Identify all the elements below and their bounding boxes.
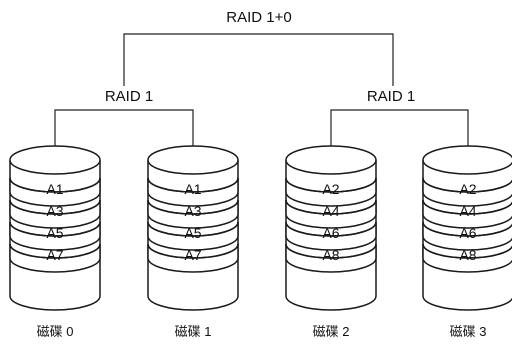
right-group-connector [330, 109, 469, 160]
block-label: A7 [46, 247, 63, 263]
data-block: A6 [285, 221, 377, 251]
block-label: A2 [322, 181, 339, 197]
block-ring-front-edge [9, 221, 101, 237]
left-group-connector [54, 109, 194, 160]
block-ring-front-edge [9, 243, 101, 259]
raid-10-title: RAID 1+0 [226, 9, 291, 26]
disk-top-cap [422, 145, 512, 175]
block-ring-front-edge [285, 221, 377, 237]
block-ring-front-edge [422, 243, 512, 259]
connector-lines [54, 33, 469, 160]
raid-1-right-label: RAID 1 [367, 88, 415, 105]
data-block: A2 [285, 177, 377, 207]
disk-label: 磁碟 0 [37, 324, 74, 339]
data-block: A6 [422, 221, 512, 251]
top-connector [123, 33, 394, 86]
block-label: A6 [459, 225, 476, 241]
data-block: A3 [147, 199, 239, 229]
data-block: A4 [285, 199, 377, 229]
raid-1-left-label: RAID 1 [105, 88, 153, 105]
block-ring-front-edge [285, 177, 377, 193]
block-ring-front-edge [285, 199, 377, 215]
block-label: A3 [184, 203, 201, 219]
data-block: A8 [285, 243, 377, 273]
block-label: A2 [459, 181, 476, 197]
data-block: A7 [9, 243, 101, 273]
data-block: A4 [422, 199, 512, 229]
data-block: A7 [147, 243, 239, 273]
block-label: A8 [459, 247, 476, 263]
disk-label: 磁碟 2 [313, 324, 350, 339]
block-label: A4 [322, 203, 339, 219]
data-block: A2 [422, 177, 512, 207]
block-ring-front-edge [9, 199, 101, 215]
block-ring-front-edge [9, 177, 101, 193]
block-label: A6 [322, 225, 339, 241]
data-block: A1 [147, 177, 239, 207]
block-ring-front-edge [422, 221, 512, 237]
block-label: A8 [322, 247, 339, 263]
block-label: A7 [184, 247, 201, 263]
block-ring-front-edge [285, 243, 377, 259]
disk-label: 磁碟 3 [450, 324, 487, 339]
data-block: A5 [9, 221, 101, 251]
data-block: A5 [147, 221, 239, 251]
block-ring-front-edge [147, 243, 239, 259]
data-block: A3 [9, 199, 101, 229]
block-label: A5 [46, 225, 63, 241]
data-block: A8 [422, 243, 512, 273]
data-block: A1 [9, 177, 101, 207]
block-ring-front-edge [147, 199, 239, 215]
block-ring-front-edge [147, 221, 239, 237]
block-label: A5 [184, 225, 201, 241]
block-ring-front-edge [422, 199, 512, 215]
block-label: A4 [459, 203, 476, 219]
disk-top-cap [285, 145, 377, 175]
disk-top-cap [147, 145, 239, 175]
disk-label: 磁碟 1 [175, 324, 212, 339]
block-label: A1 [184, 181, 201, 197]
disk-top-cap [9, 145, 101, 175]
block-label: A1 [46, 181, 63, 197]
block-label: A3 [46, 203, 63, 219]
block-ring-front-edge [422, 177, 512, 193]
block-ring-front-edge [147, 177, 239, 193]
